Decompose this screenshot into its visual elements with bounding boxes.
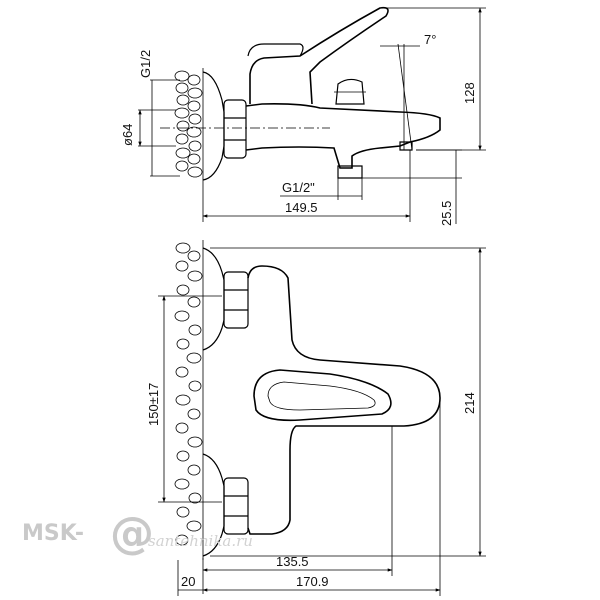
watermark: MSK- @ santehnika.ru [22, 508, 253, 559]
hex-nut-top [223, 271, 249, 329]
dim-outlet-height: 25.5 [362, 149, 462, 226]
lever-cap [247, 43, 304, 57]
dim-height-side: 128 [386, 7, 486, 151]
side-view: G1/2 ø64 149.5 G1/2" 128 [120, 6, 486, 226]
outlet-thread-label: G1/2" [282, 180, 315, 195]
center-distance-label: 150±17 [146, 383, 161, 426]
front-view: 150±17 214 135.5 170.9 20 [146, 240, 486, 596]
wall-offset-label: 20 [181, 574, 195, 589]
outlet-height-label: 25.5 [439, 201, 454, 226]
height-front-label: 214 [462, 392, 477, 414]
watermark-site: santehnika.ru [148, 532, 253, 550]
height-label: 128 [462, 82, 477, 104]
lever-handle-front [253, 369, 392, 422]
spout-length-label: 135.5 [276, 554, 309, 569]
lever-handle-side [249, 6, 389, 105]
dim-diameter-side: ø64 [120, 109, 176, 147]
thread-label: G1/2 [138, 50, 153, 78]
dim-spout-length: 135.5 [202, 426, 393, 594]
dim-overall-length: 170.9 [202, 400, 441, 596]
diverter-knob [335, 78, 365, 105]
overall-length-label: 170.9 [296, 574, 329, 589]
lever-inner [267, 381, 376, 411]
watermark-brand: MSK- [22, 521, 84, 546]
dim-height-front: 214 [210, 247, 486, 557]
dim-center-distance: 150±17 [146, 295, 222, 503]
dim-outlet-thread: G1/2" [280, 178, 363, 200]
wall-texture-front [174, 240, 204, 560]
dim-depth-side: 149.5 [202, 150, 411, 222]
cover-disc-side [202, 71, 225, 181]
angle-label: 7° [424, 32, 436, 47]
dim-angle: 7° [380, 32, 436, 151]
depth-label: 149.5 [285, 200, 318, 215]
cover-disc-top [202, 247, 225, 351]
hex-nut-side [223, 99, 247, 159]
watermark-symbol: @ [110, 508, 154, 559]
dim-wall-offset: 20 [177, 560, 203, 596]
dim-thread-side: G1/2 [138, 50, 180, 177]
mixer-body-front [247, 265, 441, 535]
body-side [245, 103, 441, 169]
diameter-label: ø64 [120, 124, 135, 146]
wall-texture-side [174, 68, 204, 182]
hex-nut-bottom [223, 477, 249, 535]
